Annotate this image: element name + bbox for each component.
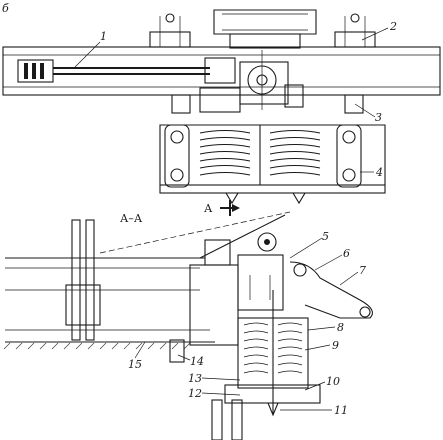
frame-beam	[2, 46, 441, 96]
frame-section	[5, 257, 215, 343]
section-marker-letter: А	[204, 202, 213, 215]
right-post	[344, 94, 364, 114]
lever	[199, 214, 286, 259]
center-housing	[239, 61, 289, 105]
label-11: 11	[334, 404, 348, 417]
label-13: 13	[188, 372, 202, 385]
left-vertical-post	[71, 219, 81, 341]
label-2: 2	[389, 20, 397, 33]
label-6: 6	[343, 247, 350, 260]
label-3: 3	[375, 111, 382, 124]
left-coupling	[17, 59, 54, 83]
right-upper-bracket	[334, 31, 376, 48]
label-7: 7	[359, 264, 366, 277]
central-housing	[189, 264, 239, 346]
pivot-joint	[257, 232, 277, 252]
top-pad	[213, 9, 317, 35]
springs-left	[199, 129, 251, 176]
label-10: 10	[326, 375, 340, 388]
label-1: 1	[100, 30, 107, 43]
labels: б А–А А 1 2 3 4 5 6 7 8 9 10 11 12 13 14…	[2, 2, 397, 417]
top-view	[2, 9, 441, 216]
hook-arm	[289, 261, 373, 319]
right-link	[336, 124, 362, 188]
label-12: 12	[188, 387, 202, 400]
label-14: 14	[190, 355, 204, 368]
label-5: 5	[322, 230, 329, 243]
label-9: 9	[332, 339, 339, 352]
label-15: 15	[128, 358, 142, 371]
left-link	[164, 124, 190, 188]
left-upper-bracket	[149, 31, 191, 48]
springs-right	[269, 129, 321, 176]
section-view	[3, 211, 373, 440]
part-14	[169, 339, 185, 363]
section-title: А–А	[120, 212, 143, 225]
label-4: 4	[375, 166, 383, 179]
left-post	[171, 94, 191, 114]
figure-letter: б	[2, 2, 9, 15]
label-8: 8	[337, 321, 344, 334]
spring-box	[159, 124, 386, 186]
